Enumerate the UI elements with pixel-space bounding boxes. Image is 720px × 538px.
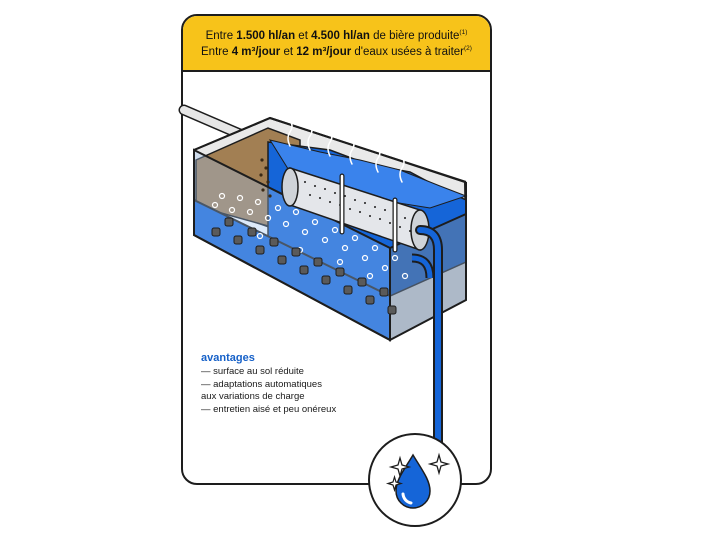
- diffusers: [211, 217, 397, 315]
- header-value: 1.500 hl/an: [236, 30, 296, 42]
- sparkle-icon: [388, 455, 412, 479]
- footnote-ref: (2): [464, 45, 472, 53]
- list-item: — entretien aisé et peu onéreux: [201, 403, 337, 415]
- header-text: Entre: [205, 30, 237, 42]
- header-text: et: [280, 46, 297, 58]
- header-line-1: Entre 1.500 hl/an et 4.500 hl/an de bièr…: [183, 28, 490, 44]
- header-value: 4.500 hl/an: [311, 30, 370, 42]
- advantages-list: avantages — surface au sol réduite — ada…: [201, 352, 336, 416]
- header-value: 4 m³/jour: [231, 46, 281, 58]
- sparkle-icon: [385, 474, 404, 493]
- gas-release: [287, 119, 405, 183]
- footnote-ref: (1): [459, 29, 468, 37]
- list-item: — adaptations automatiques aux variation…: [201, 378, 322, 403]
- advantages-title: avantages: [201, 352, 255, 364]
- header-text: de bière produite: [369, 30, 460, 42]
- header-value: 12 m³/jour: [296, 46, 352, 58]
- list-item: — surface au sol réduite: [201, 366, 304, 377]
- header-text: d'eaux usées à traiter: [351, 46, 465, 58]
- header-text: Entre: [201, 46, 232, 58]
- header-text: et: [295, 30, 312, 42]
- header-line-2: Entre 4 m³/jour et 12 m³/jour d'eaux usé…: [183, 44, 490, 60]
- capacity-header: Entre 1.500 hl/an et 4.500 hl/an de bièr…: [183, 16, 490, 72]
- sparkle-icon: [427, 452, 451, 476]
- sludge-drops: [259, 158, 272, 198]
- clean-water-badge: [368, 433, 462, 527]
- outlet-pipe: [411, 225, 443, 455]
